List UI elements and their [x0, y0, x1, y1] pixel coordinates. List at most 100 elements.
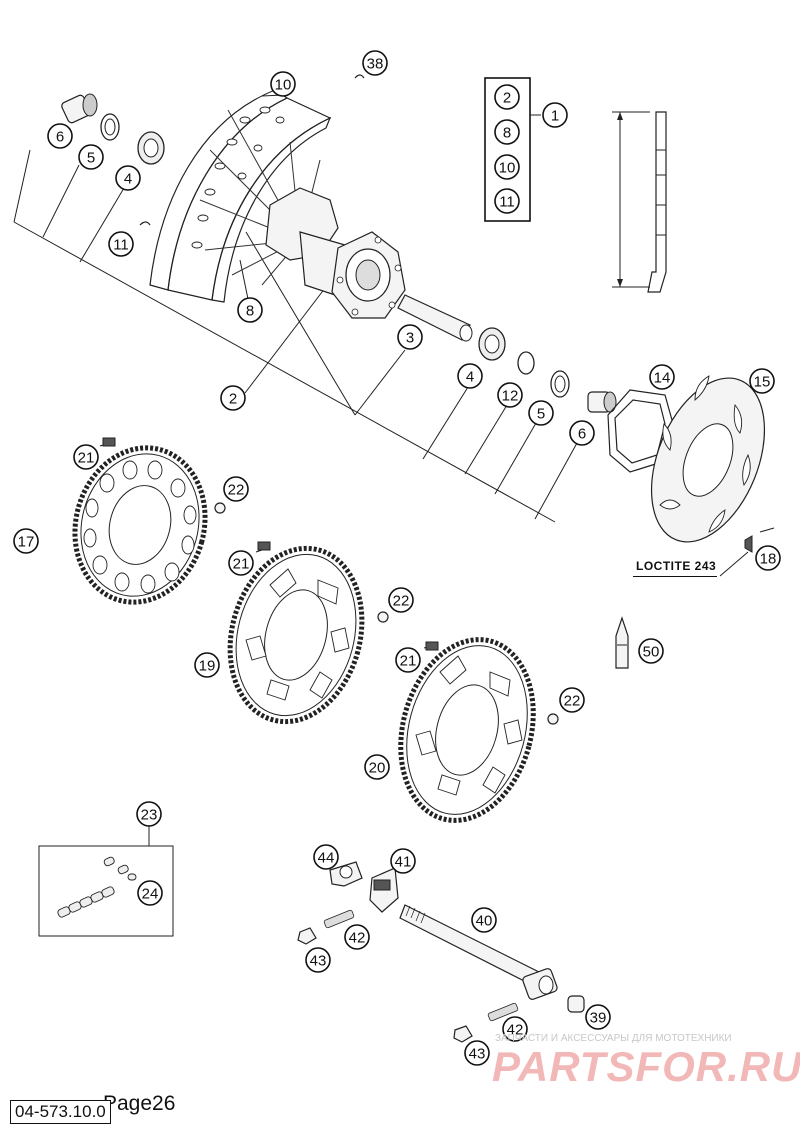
callout-1: 1: [542, 102, 568, 128]
wheel-rim: [149, 89, 332, 303]
left-bearing-stack: [61, 74, 365, 226]
svg-text:18: 18: [760, 551, 777, 568]
callout-42-a: 42: [344, 924, 370, 950]
callout-22-c: 22: [559, 687, 585, 713]
page-label: Page26: [103, 1092, 176, 1115]
callout-19: 19: [194, 652, 220, 678]
brake-disc: [650, 375, 766, 543]
callout-21-c: 21: [395, 647, 421, 673]
svg-text:3: 3: [406, 330, 414, 347]
svg-text:5: 5: [87, 150, 95, 167]
svg-text:11: 11: [499, 194, 515, 211]
callout-42-b: 42: [502, 1016, 528, 1042]
svg-text:14: 14: [654, 370, 671, 387]
callout-8: 8: [237, 297, 263, 323]
kit-1-box: [484, 77, 541, 222]
svg-text:5: 5: [537, 406, 545, 423]
svg-text:10: 10: [275, 77, 292, 94]
svg-text:40: 40: [476, 913, 493, 930]
svg-text:8: 8: [246, 303, 254, 320]
svg-text:10: 10: [499, 160, 516, 177]
svg-text:39: 39: [590, 1010, 607, 1027]
loctite-underline: [633, 576, 717, 577]
svg-text:17: 17: [18, 534, 35, 551]
callout-3: 3: [397, 324, 423, 350]
chain-adjusters: [297, 861, 585, 1043]
assembly-axis-lines: [13, 94, 578, 523]
callout-18: 18: [755, 545, 781, 571]
callout-10: 10: [270, 71, 296, 97]
svg-text:20: 20: [369, 760, 386, 777]
svg-text:22: 22: [393, 593, 410, 610]
loctite-tube: [615, 616, 629, 669]
svg-text:19: 19: [199, 658, 216, 675]
svg-text:21: 21: [233, 556, 250, 573]
callout-6-right: 6: [569, 420, 595, 446]
svg-text:21: 21: [78, 450, 95, 467]
svg-text:43: 43: [469, 1046, 486, 1063]
svg-text:21: 21: [400, 653, 417, 670]
callout-44: 44: [313, 844, 339, 870]
svg-text:38: 38: [367, 56, 384, 73]
svg-text:4: 4: [466, 369, 474, 386]
sprocket-bolts-and-nuts: [99, 437, 559, 725]
svg-text:22: 22: [228, 482, 245, 499]
kit-item-10: 10: [494, 154, 520, 180]
callout-4-left: 4: [115, 165, 141, 191]
svg-text:6: 6: [578, 426, 586, 443]
chain-kit: [38, 826, 174, 937]
callout-38: 38: [362, 50, 388, 76]
svg-text:12: 12: [502, 388, 519, 405]
svg-text:2: 2: [503, 90, 511, 107]
svg-text:42: 42: [349, 930, 366, 947]
callout-5-left: 5: [78, 144, 104, 170]
callout-23: 23: [136, 801, 162, 827]
svg-text:2: 2: [229, 391, 237, 408]
callout-20: 20: [364, 754, 390, 780]
sprocket-20: [398, 637, 536, 823]
disc-bolt: [719, 527, 775, 577]
svg-text:8: 8: [503, 125, 511, 142]
callout-40: 40: [471, 907, 497, 933]
callout-4-right: 4: [457, 363, 483, 389]
kit-item-8: 8: [494, 119, 520, 145]
callout-22-a: 22: [223, 476, 249, 502]
wheel-hub: [265, 187, 406, 319]
callout-21-a: 21: [73, 444, 99, 470]
spoke-tool: [612, 111, 667, 293]
svg-text:6: 6: [56, 129, 64, 146]
svg-text:50: 50: [643, 644, 660, 661]
svg-text:15: 15: [754, 374, 771, 391]
disc-carrier: [607, 389, 673, 473]
callout-11: 11: [108, 231, 134, 257]
svg-text:22: 22: [564, 693, 581, 710]
svg-text:11: 11: [113, 237, 129, 254]
callout-22-b: 22: [388, 587, 414, 613]
svg-text:1: 1: [551, 108, 559, 125]
watermark-tagline: ЗАПЧАСТИ И АКСЕССУАРЫ ДЛЯ МОТОТЕХНИКИ: [495, 1033, 732, 1044]
callout-43-a: 43: [305, 947, 331, 973]
callout-41: 41: [390, 848, 416, 874]
svg-text:43: 43: [310, 953, 327, 970]
callout-24: 24: [137, 880, 163, 906]
right-bearing-stack: [478, 327, 617, 413]
callout-14: 14: [649, 364, 675, 390]
hub-spacer: [397, 294, 473, 342]
callout-21-b: 21: [228, 550, 254, 576]
watermark-logo: PARTSFOR.RU: [492, 1043, 800, 1090]
svg-text:41: 41: [395, 854, 412, 871]
document-number: 04-573.10.0: [10, 1100, 111, 1124]
loctite-note: LOCTITE 243: [636, 559, 717, 573]
callout-15: 15: [749, 368, 775, 394]
kit-item-2: 2: [494, 84, 520, 110]
svg-text:23: 23: [141, 807, 158, 824]
callout-2: 2: [220, 385, 246, 411]
svg-text:44: 44: [318, 850, 335, 867]
svg-text:24: 24: [142, 886, 159, 903]
callout-6-left: 6: [47, 123, 73, 149]
callout-39: 39: [585, 1004, 611, 1030]
svg-text:4: 4: [124, 171, 132, 188]
callout-12: 12: [497, 382, 523, 408]
svg-text:42: 42: [507, 1022, 524, 1039]
